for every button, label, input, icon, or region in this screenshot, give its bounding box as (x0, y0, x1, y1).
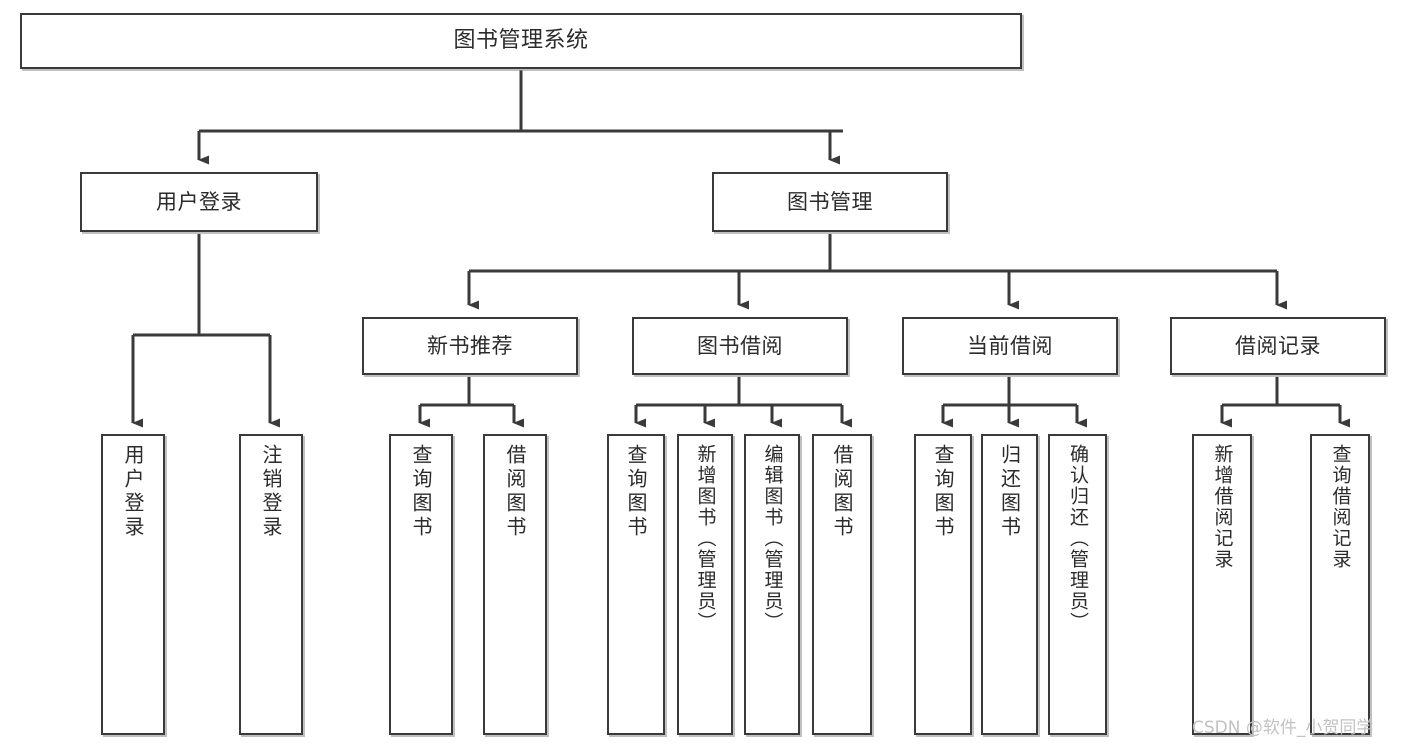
node-label: 查询图书 (409, 444, 433, 540)
csdn-watermark: CSDN @软件_小贺同学 (1192, 718, 1374, 738)
node-user-login[interactable]: 用户登录 (80, 172, 318, 232)
node-leaf-return-book[interactable]: 归还图书 (981, 434, 1038, 735)
node-label: 编辑图书（管理员） (761, 444, 784, 633)
node-current-borrow[interactable]: 当前借阅 (902, 317, 1118, 375)
node-leaf-logout-login[interactable]: 注销登录 (239, 434, 303, 735)
node-root-book-management-system[interactable]: 图书管理系统 (20, 13, 1022, 69)
node-label: 注销登录 (259, 444, 283, 540)
node-leaf-query-book-borrow[interactable]: 查询图书 (607, 434, 665, 735)
node-label: 当前借阅 (967, 333, 1053, 358)
node-leaf-query-book-recommend[interactable]: 查询图书 (389, 434, 453, 735)
node-leaf-add-book-admin[interactable]: 新增图书（管理员） (677, 434, 733, 735)
node-label: 归还图书 (997, 444, 1022, 540)
node-leaf-edit-book-admin[interactable]: 编辑图书（管理员） (744, 434, 800, 735)
node-leaf-query-borrow-record[interactable]: 查询借阅记录 (1310, 434, 1370, 735)
node-leaf-add-borrow-record[interactable]: 新增借阅记录 (1192, 434, 1252, 735)
node-label: 借阅记录 (1235, 333, 1321, 358)
node-label: 查询图书 (931, 444, 955, 540)
node-label: 图书借阅 (697, 333, 783, 358)
node-label: 新书推荐 (427, 333, 513, 358)
node-label: 图书管理 (787, 189, 873, 214)
node-leaf-borrow-book-borrow[interactable]: 借阅图书 (812, 434, 872, 735)
node-book-management[interactable]: 图书管理 (712, 172, 948, 232)
node-label: 图书管理系统 (453, 28, 589, 54)
node-label: 查询图书 (624, 444, 648, 540)
node-label: 新增图书（管理员） (694, 444, 717, 633)
node-leaf-query-book-current[interactable]: 查询图书 (914, 434, 972, 735)
node-label: 新增借阅记录 (1211, 444, 1234, 570)
node-borrow-record[interactable]: 借阅记录 (1170, 317, 1386, 375)
node-label: 用户登录 (156, 189, 242, 214)
node-label: 确认归还（管理员） (1067, 444, 1089, 633)
node-leaf-user-login[interactable]: 用户登录 (101, 434, 165, 735)
node-leaf-confirm-return-admin[interactable]: 确认归还（管理员） (1048, 434, 1107, 735)
node-label: 借阅图书 (830, 444, 854, 540)
node-label: 借阅图书 (503, 444, 527, 540)
node-book-borrow[interactable]: 图书借阅 (632, 317, 848, 375)
node-label: 查询借阅记录 (1329, 444, 1352, 570)
node-new-book-recommend[interactable]: 新书推荐 (362, 317, 578, 375)
node-leaf-borrow-book-recommend[interactable]: 借阅图书 (483, 434, 547, 735)
node-label: 用户登录 (121, 444, 145, 540)
